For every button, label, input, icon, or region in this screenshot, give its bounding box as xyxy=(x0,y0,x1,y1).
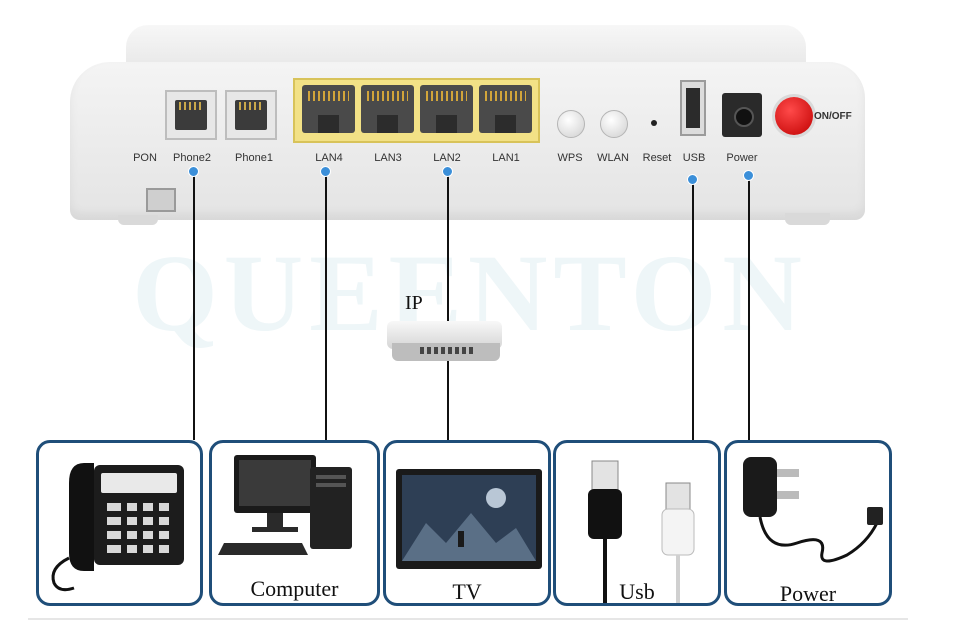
port-label-phone1: Phone1 xyxy=(235,152,273,164)
connector-dot-usb xyxy=(687,174,698,185)
onoff-label: ON/OFF xyxy=(814,111,852,122)
lan3-port xyxy=(361,85,414,133)
usb-port xyxy=(680,80,706,136)
device-box-phone xyxy=(36,440,203,606)
port-label-wlan: WLAN xyxy=(597,152,629,164)
connector-dot-lan2 xyxy=(442,166,453,177)
port-label-lan4: LAN4 xyxy=(315,152,343,164)
connector-dot-phone2 xyxy=(188,166,199,177)
device-box-power: Power xyxy=(724,440,892,606)
wlan-button xyxy=(600,110,628,138)
device-label-computer: Computer xyxy=(250,576,339,601)
power-jack xyxy=(722,93,762,137)
ip-box-ports xyxy=(420,347,475,354)
footer-divider xyxy=(28,618,908,620)
onoff-button xyxy=(775,97,813,135)
router-foot-left xyxy=(118,215,158,225)
connector-dot-power xyxy=(743,170,754,181)
line-phone xyxy=(193,172,195,440)
connector-dot-lan4 xyxy=(320,166,331,177)
lan2-port xyxy=(420,85,473,133)
device-label-tv: TV xyxy=(452,579,482,604)
port-label-usb: USB xyxy=(682,152,706,164)
port-label-lan2: LAN2 xyxy=(433,152,461,164)
line-power xyxy=(748,176,750,440)
device-label-usb: Usb xyxy=(619,579,655,604)
phone1-port xyxy=(225,90,277,140)
device-box-tv: TV xyxy=(383,440,551,606)
phone2-port xyxy=(165,90,217,140)
port-label-power: Power xyxy=(726,152,758,164)
line-lan2-ip xyxy=(447,172,449,322)
router-foot-right xyxy=(785,213,830,225)
line-usb xyxy=(692,180,694,440)
device-box-computer: Computer xyxy=(209,440,380,606)
line-ip-tv xyxy=(447,360,449,440)
telephone-icon xyxy=(51,463,184,592)
port-label-reset: Reset xyxy=(642,152,672,164)
lan4-port xyxy=(302,85,355,133)
ip-label: IP xyxy=(405,292,423,314)
wps-button xyxy=(557,110,585,138)
port-label-pon: PON xyxy=(133,152,157,164)
pon-port xyxy=(146,188,176,212)
power-adapter-icon xyxy=(743,457,883,563)
reset-hole xyxy=(651,120,657,126)
line-computer xyxy=(325,172,327,440)
device-box-usb: Usb xyxy=(553,440,721,606)
port-label-phone2: Phone2 xyxy=(173,152,211,164)
port-label-lan3: LAN3 xyxy=(374,152,402,164)
tv-icon xyxy=(396,469,542,569)
usb-cable-icon xyxy=(588,460,695,603)
computer-icon xyxy=(218,455,352,555)
port-label-lan1: LAN1 xyxy=(492,152,520,164)
lan1-port xyxy=(479,85,532,133)
device-label-power: Power xyxy=(779,581,837,606)
port-label-wps: WPS xyxy=(557,152,583,164)
